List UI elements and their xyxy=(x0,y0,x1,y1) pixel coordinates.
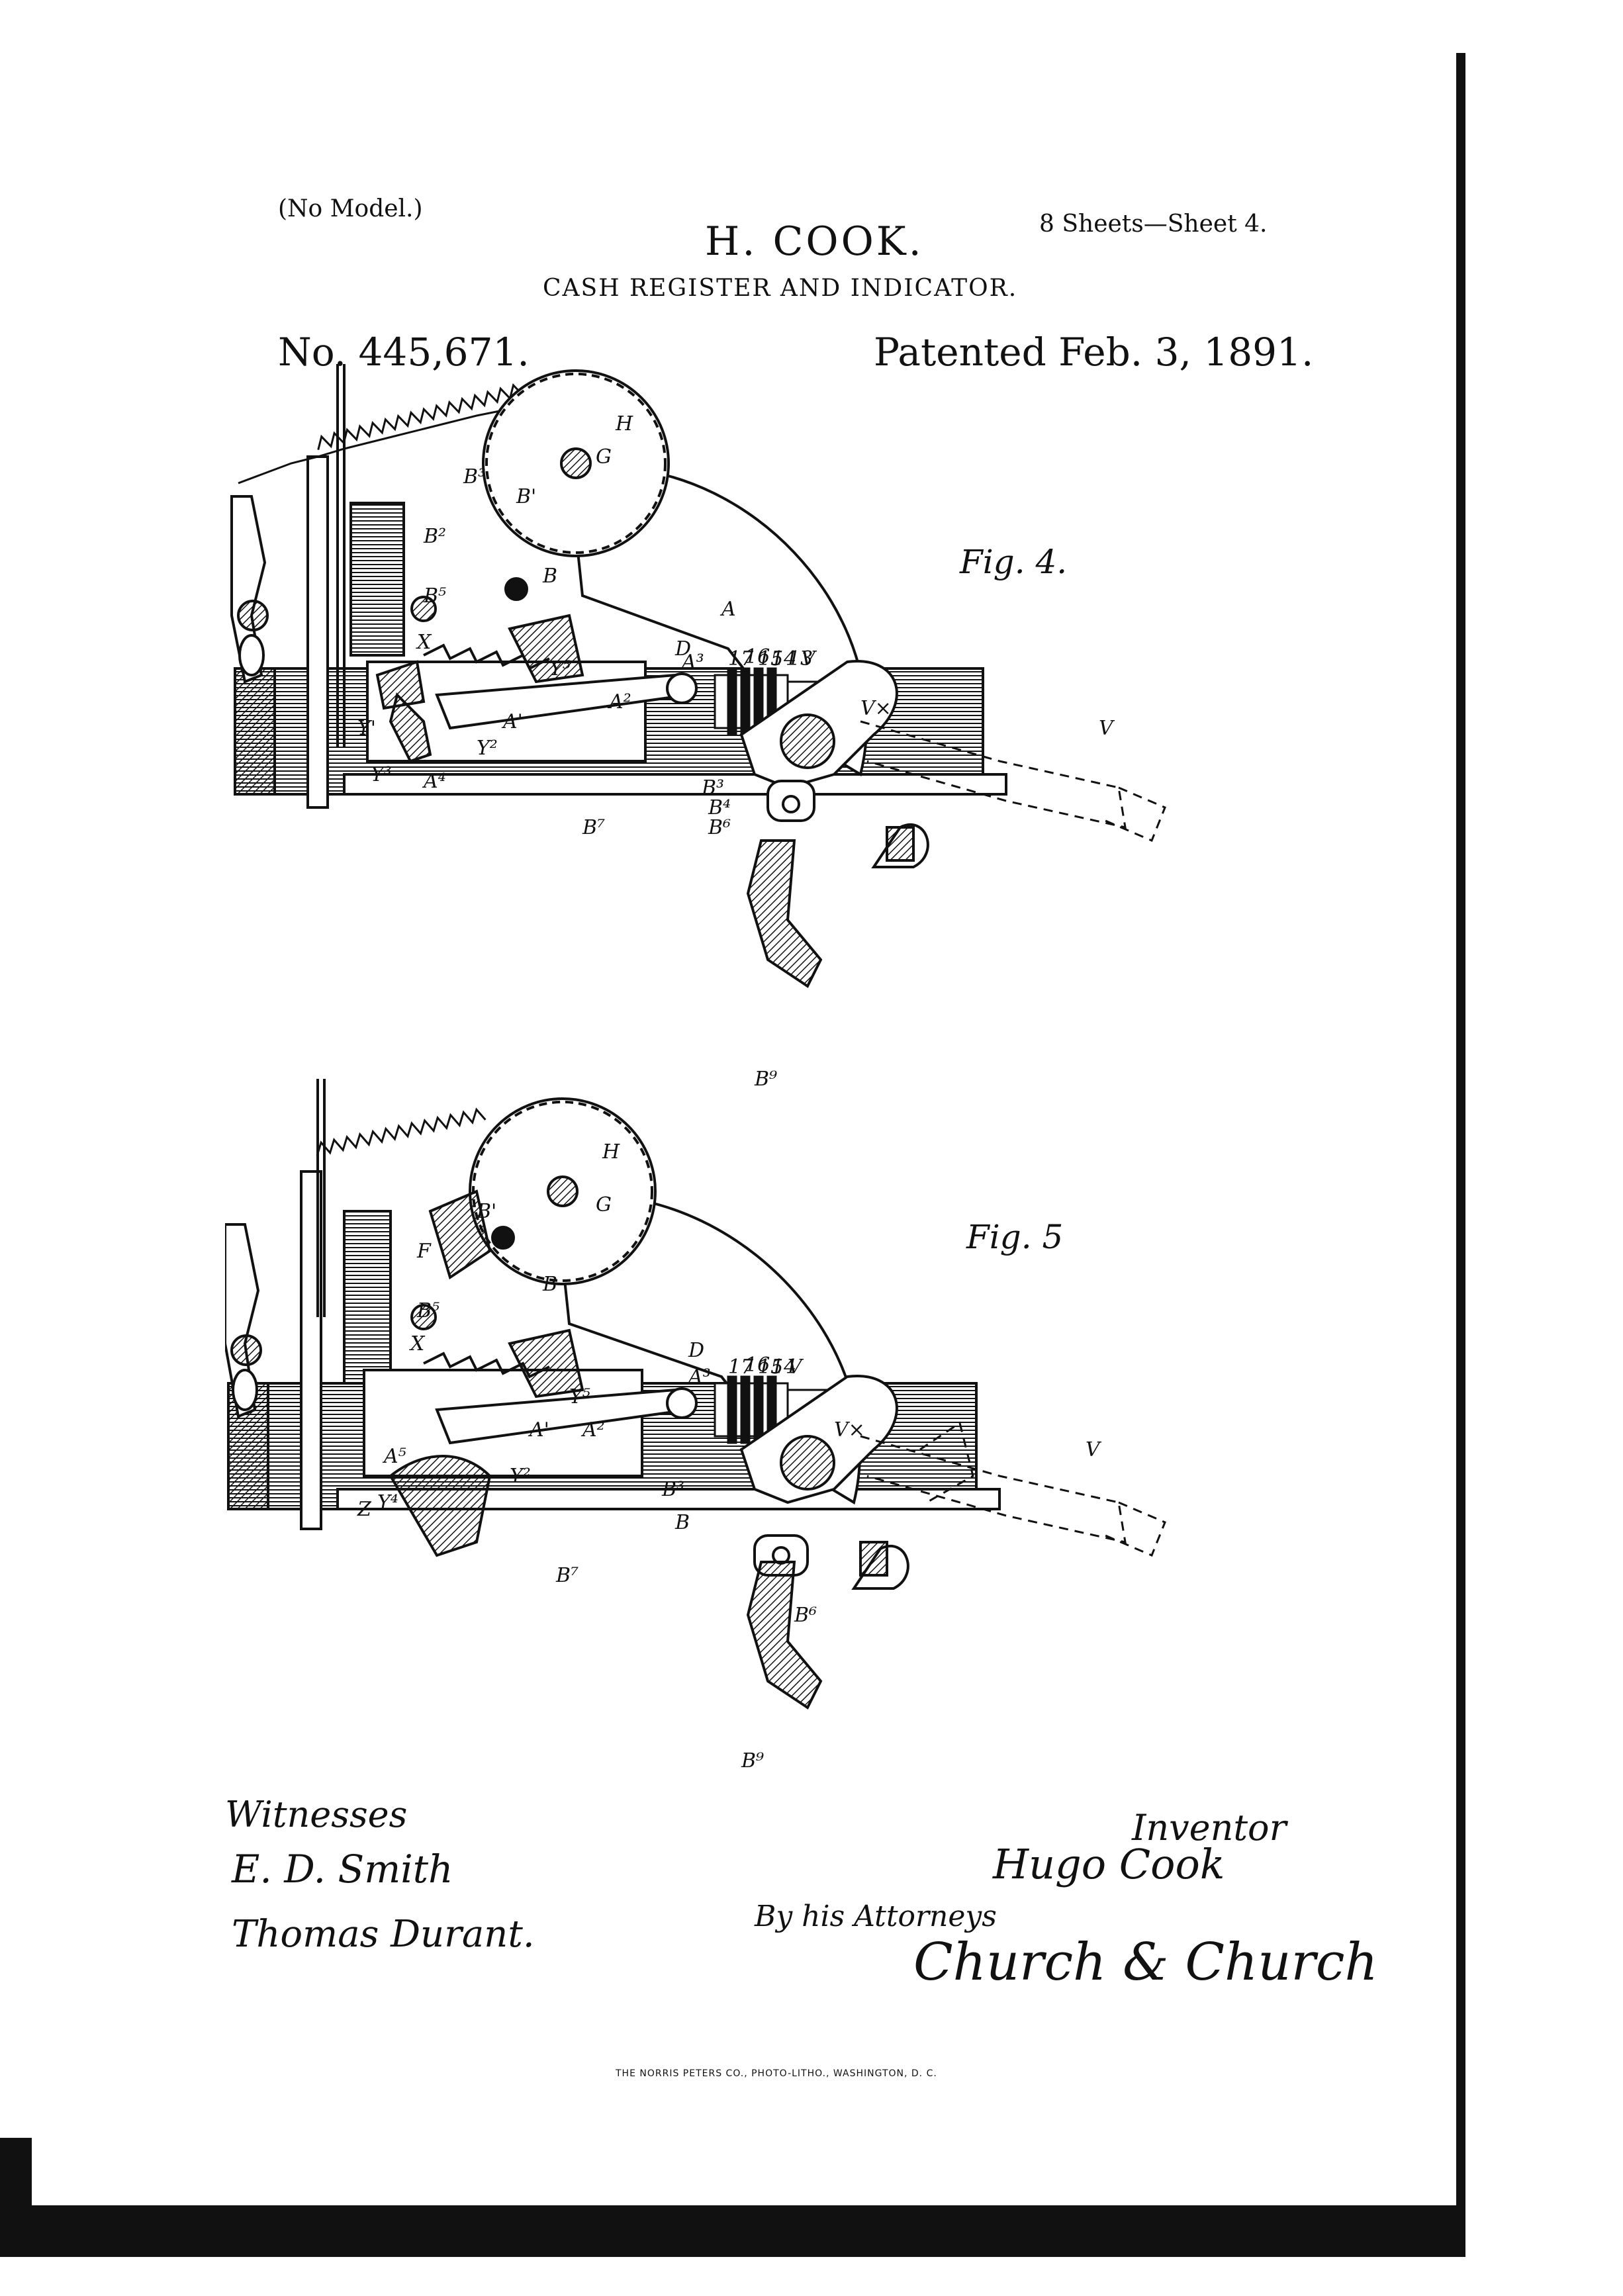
scan-edge-right xyxy=(1456,53,1465,2257)
fig4-ref-letter: B³ xyxy=(463,465,486,488)
witnesses-label: Witnesses xyxy=(225,1794,408,1835)
fig4-ratchet xyxy=(375,614,584,763)
fig4-ref-letter: B² xyxy=(423,525,446,548)
fig4-ref-letter: V xyxy=(801,647,817,670)
witness-signature-2: Thomas Durant. xyxy=(232,1913,535,1956)
attorney-signature: Church & Church xyxy=(913,1933,1378,1992)
fig4-ref-letter: 13 xyxy=(788,647,813,670)
fig4-ref-letter: B⁶ xyxy=(708,816,731,839)
fig5-ref-letter: 15 xyxy=(758,1355,783,1379)
fig4-ref-letter: 15 xyxy=(758,647,783,670)
fig4-ref-letter: B xyxy=(542,565,557,588)
patent-title: CASH REGISTER AND INDICATOR. xyxy=(543,275,1018,302)
printer-credit: THE NORRIS PETERS CO., PHOTO-LITHO., WAS… xyxy=(616,2068,937,2079)
fig5-ref-letter: F xyxy=(416,1240,432,1263)
inventor-label: Inventor xyxy=(1132,1807,1287,1849)
fig5-ref-letter: Y⁵ xyxy=(569,1385,590,1408)
fig5-ref-letter: G xyxy=(596,1193,612,1217)
fig4-ref-letter: B⁵ xyxy=(423,584,446,608)
fig4-ref-letter: A xyxy=(719,598,736,621)
fig5-ref-letter: X xyxy=(409,1332,426,1355)
inventor-name: H. COOK. xyxy=(705,218,924,265)
fig5-ref-letter: A' xyxy=(528,1418,549,1442)
fig5-ref-letter: Z xyxy=(357,1498,372,1521)
fig5-ref-letter: A⁵ xyxy=(382,1445,406,1468)
fig4-ref-letter: 17 xyxy=(728,647,754,670)
fig4-spring xyxy=(238,383,524,484)
fig4-ref-letter: A² xyxy=(607,690,631,713)
fig4-lever-left xyxy=(230,495,269,684)
fig4-ref-letter: V× xyxy=(860,697,892,720)
fig5-ref-letter: A³ xyxy=(686,1365,711,1389)
fig5-ref-letter: B' xyxy=(476,1200,496,1223)
fig4-ref-letter: X xyxy=(416,631,432,654)
fig4-ref-letter: A' xyxy=(501,710,523,733)
sheet-count: 8 Sheets—Sheet 4. xyxy=(1039,210,1268,238)
fig4-ref-letter: H xyxy=(615,412,633,436)
scan-edge-bottom xyxy=(26,2205,1465,2257)
fig4-ref-letter: 14 xyxy=(771,647,796,670)
fig4-dashed-key xyxy=(860,720,1166,842)
fig4-arm xyxy=(410,577,698,730)
patent-date: Patented Feb. 3, 1891. xyxy=(874,330,1314,375)
fig5-ref-letter: Y⁴ xyxy=(377,1491,398,1514)
fig5-ref-letter: B⁵ xyxy=(416,1299,440,1322)
inventor-signature: Hugo Cook xyxy=(993,1840,1225,1888)
fig5-ref-letter: Y² xyxy=(510,1465,531,1488)
fig4-key-lever xyxy=(739,660,929,988)
fig5-ratchet xyxy=(389,1189,584,1557)
fig5-key-lever xyxy=(739,1375,909,1710)
figure-5-label: Fig. 5 xyxy=(966,1218,1064,1256)
fig4-ref-letter: 16 xyxy=(745,645,770,668)
fig5-lever-left xyxy=(225,1223,262,1418)
fig5-ref-letter: D xyxy=(688,1339,704,1362)
fig4-ref-letter: Y³ xyxy=(371,763,392,786)
fig4-ref-letter: Y' xyxy=(357,717,376,740)
patent-number: No. 445,671. xyxy=(278,330,530,375)
fig5-spring xyxy=(316,1107,487,1156)
fig5-ref-letter: V xyxy=(788,1355,804,1379)
fig5-dashed-key xyxy=(860,1421,1166,1557)
scan-edge-left xyxy=(0,2138,32,2257)
witness-signature-1: E. D. Smith xyxy=(232,1847,453,1892)
by-attorneys-label: By his Attorneys xyxy=(755,1900,997,1933)
fig5-arm xyxy=(410,1226,698,1445)
fig4-ref-letter: Y⁵ xyxy=(549,657,571,680)
no-model-label: (No Model.) xyxy=(278,195,423,222)
fig4-ref-letter: B⁹ xyxy=(754,1068,777,1091)
fig4-ref-letter: A³ xyxy=(680,651,704,674)
fig5-ref-letter: B xyxy=(542,1273,557,1296)
fig5-ref-letter: A² xyxy=(580,1418,605,1442)
fig4-ref-letter: B' xyxy=(516,485,536,508)
fig4-ref-letter: G xyxy=(596,445,612,469)
fig5-ref-letter: H xyxy=(602,1140,620,1164)
fig5-ref-letter: 17 xyxy=(728,1355,754,1379)
fig5-ref-letter: B xyxy=(674,1511,690,1534)
figure-5-drawing: HGB'BFB⁵DXA⁵A³Y⁵A'A²Y²Y⁴ZB³BB⁷B⁶V×VB⁹171… xyxy=(225,1079,1166,1772)
fig5-ref-letter: 16 xyxy=(745,1354,770,1377)
figure-4-label: Fig. 4. xyxy=(960,543,1068,581)
fig5-ref-letter: 14 xyxy=(771,1355,796,1379)
fig4-ref-letter: D xyxy=(674,637,691,661)
fig5-ref-letter: V xyxy=(1086,1438,1102,1461)
fig5-ref-letter: V× xyxy=(834,1418,865,1442)
fig5-ref-letter: B⁷ xyxy=(555,1564,579,1587)
fig4-ref-letter: A⁴ xyxy=(422,770,446,793)
fig4-ref-letter: B⁴ xyxy=(708,796,731,819)
fig4-ref-letter: B⁷ xyxy=(582,816,605,839)
fig4-ref-letter: V xyxy=(1099,717,1115,740)
fig5-ref-letter: B³ xyxy=(661,1478,684,1501)
fig5-ref-letter: B⁶ xyxy=(794,1604,817,1627)
fig4-ref-letter: B³ xyxy=(701,776,724,800)
fig5-ref-letter: B⁹ xyxy=(741,1749,764,1772)
fig4-ref-letter: Y² xyxy=(477,737,498,760)
